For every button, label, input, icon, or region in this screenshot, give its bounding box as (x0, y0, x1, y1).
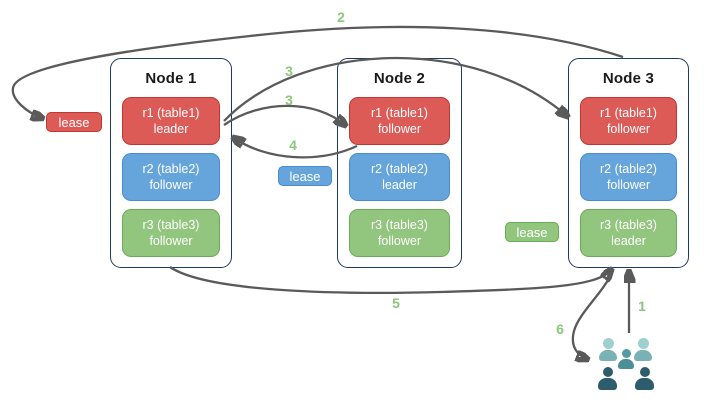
step-label-4: 4 (289, 137, 297, 153)
arrow-step-2-lease-transfer (11, 25, 624, 118)
step-label-5: 5 (392, 295, 400, 311)
replica-name: r1 (table1) (600, 105, 657, 120)
node-1-box: Node 1 r1 (table1) leader r2 (table2) fo… (110, 58, 232, 268)
replica-name: r3 (table3) (142, 217, 200, 232)
lease-badge-table3: lease (505, 222, 559, 242)
lease-badge-table2: lease (278, 166, 332, 186)
node-3-title: Node 3 (602, 69, 655, 87)
replica-role: follower (377, 234, 422, 248)
replica-name: r3 (table3) (600, 217, 657, 232)
replica-role: follower (377, 122, 422, 136)
replica-role: follower (149, 178, 193, 192)
replica-role: follower (606, 178, 651, 192)
node-2-box: Node 2 r1 (table1) follower r2 (table2) … (337, 58, 462, 268)
replica-role: leader (153, 122, 189, 136)
replica-r2-node3: r2 (table2) follower (580, 153, 677, 201)
replica-name: r2 (table2) (142, 161, 200, 176)
replica-r3-node1: r3 (table3) follower (122, 209, 220, 257)
replica-r3-node3: r3 (table3) leader (580, 209, 677, 257)
replica-name: r2 (table2) (600, 161, 657, 176)
replica-r2-node1: r2 (table2) follower (122, 153, 220, 201)
replica-role: follower (606, 122, 651, 136)
node-1-title: Node 1 (145, 69, 197, 87)
node-2-replicas: r1 (table1) follower r2 (table2) leader … (338, 97, 461, 257)
replica-role: leader (382, 178, 417, 192)
replica-role: leader (611, 234, 646, 248)
replica-r1-node3: r1 (table1) follower (580, 97, 677, 145)
replica-r1-node1: r1 (table1) leader (122, 97, 220, 145)
replica-r1-node2: r1 (table1) follower (349, 97, 450, 145)
replica-name: r1 (table1) (371, 105, 428, 120)
step-label-3b: 3 (285, 92, 293, 108)
step-label-6: 6 (556, 321, 564, 337)
node-3-replicas: r1 (table1) follower r2 (table2) followe… (569, 97, 688, 257)
replica-name: r2 (table2) (371, 161, 428, 176)
node-1-replicas: r1 (table1) leader r2 (table2) follower … (111, 97, 231, 257)
replica-name: r1 (table1) (142, 105, 200, 120)
replica-r2-node2: r2 (table2) leader (349, 153, 450, 201)
step-label-1: 1 (638, 298, 646, 314)
node-2-title: Node 2 (373, 69, 426, 87)
arrow-step-3-replicate-to-node2 (223, 104, 345, 125)
step-label-3a: 3 (285, 63, 293, 79)
replica-r3-node2: r3 (table3) follower (349, 209, 450, 257)
arrow-step-5-forward (169, 267, 611, 295)
step-label-2: 2 (337, 9, 345, 25)
lease-badge-table1: lease (46, 112, 102, 132)
node-3-box: Node 3 r1 (table1) follower r2 (table2) … (568, 58, 689, 268)
users-icon (582, 334, 668, 392)
replica-name: r3 (table3) (371, 217, 428, 232)
replica-role: follower (149, 234, 193, 248)
